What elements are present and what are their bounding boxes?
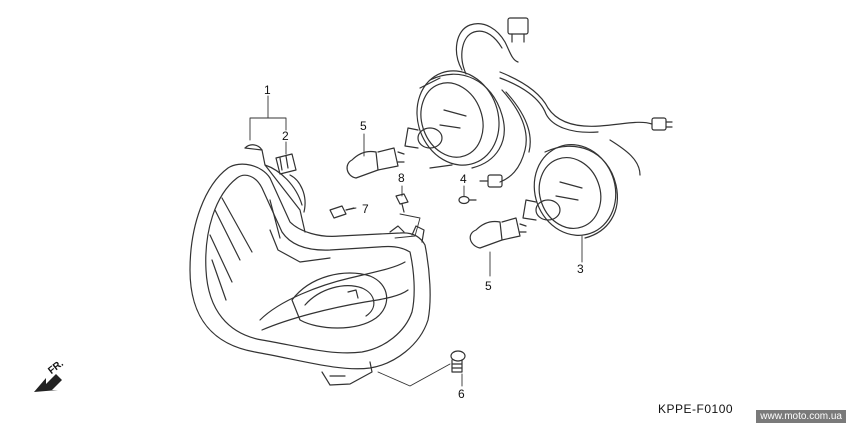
- wiring-harness: [455, 17, 673, 188]
- upper-socket-assembly: [404, 70, 505, 169]
- bolt-part-6: [450, 350, 466, 373]
- front-direction-arrow-icon: [34, 374, 62, 392]
- part-label-7: 7: [362, 202, 369, 216]
- socket-clip: [275, 153, 297, 175]
- part-label-6: 6: [458, 387, 465, 401]
- lower-socket-assembly: [522, 144, 618, 239]
- bulb-upper: [346, 147, 405, 179]
- screw-part-8: [395, 193, 409, 213]
- part-label-5-lower: 5: [485, 279, 492, 293]
- watermark: www.moto.com.ua: [756, 410, 846, 423]
- bulb-lower: [469, 217, 527, 249]
- headlight-housing: [189, 144, 431, 386]
- part-label-1: 1: [264, 83, 271, 97]
- small-bulb: [458, 195, 477, 205]
- part-labels: 1 2 3 4 5 5 6 7 8: [264, 83, 584, 401]
- part-label-5-upper: 5: [360, 119, 367, 133]
- part-label-2: 2: [282, 129, 289, 143]
- part-label-3: 3: [577, 262, 584, 276]
- diagram-code: KPPE-F0100: [658, 402, 734, 416]
- part-label-4: 4: [460, 172, 467, 186]
- part-label-8: 8: [398, 171, 405, 185]
- leader-lines: [249, 95, 583, 387]
- screw-part-7: [329, 205, 355, 219]
